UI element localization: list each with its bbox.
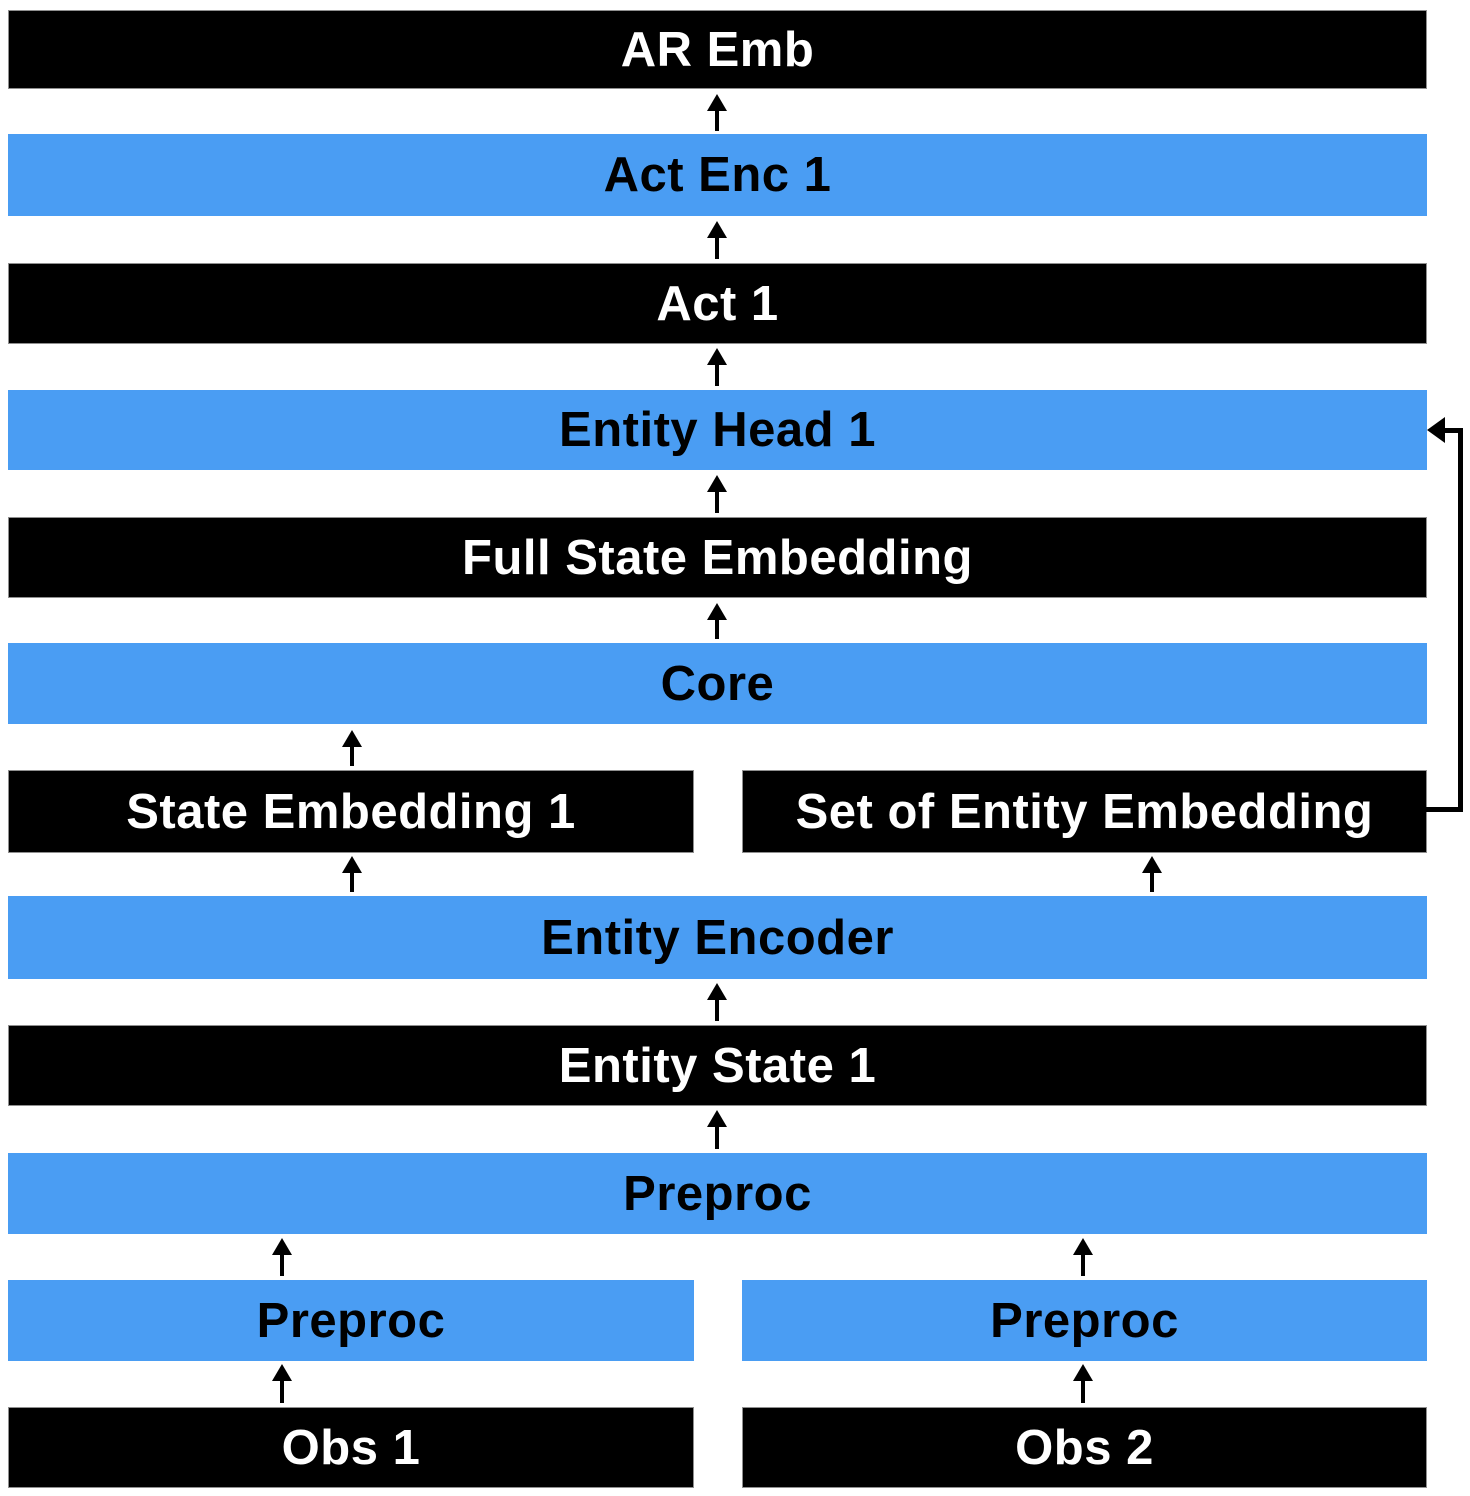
block-full-state-embedding: Full State Embedding — [8, 517, 1427, 598]
up-arrow-entity-encoder-to-state-embedding-1 — [350, 872, 354, 892]
block-preproc-right: Preproc — [742, 1280, 1427, 1361]
block-set-of-entity-embedding-label: Set of Entity Embedding — [795, 784, 1374, 839]
block-preproc-right-label: Preproc — [990, 1293, 1179, 1348]
block-preproc-main-label: Preproc — [623, 1166, 812, 1221]
up-arrow-obs-2-to-preproc-right — [1081, 1380, 1085, 1403]
block-entity-state-1-label: Entity State 1 — [558, 1038, 877, 1093]
up-arrow-preproc-left-to-preproc-main — [280, 1254, 284, 1276]
block-act-1: Act 1 — [8, 263, 1427, 344]
feedback-loop-bottom-segment — [1426, 807, 1463, 812]
up-arrow-full-state-embedding-to-entity-head-1 — [715, 491, 719, 513]
up-arrow-preproc-main-to-entity-state-1 — [715, 1126, 719, 1149]
block-entity-state-1: Entity State 1 — [8, 1025, 1427, 1106]
block-entity-encoder: Entity Encoder — [8, 896, 1427, 979]
block-preproc-left: Preproc — [8, 1280, 694, 1361]
up-arrow-entity-state-1-to-entity-encoder — [715, 999, 719, 1021]
block-act-1-label: Act 1 — [656, 276, 779, 331]
block-entity-head-1: Entity Head 1 — [8, 390, 1427, 470]
up-arrow-obs-1-to-preproc-left — [280, 1380, 284, 1403]
block-act-enc-1-label: Act Enc 1 — [603, 148, 832, 202]
feedback-loop-top-segment — [1443, 428, 1463, 433]
up-arrow-act-enc-1-to-ar-emb — [715, 110, 719, 131]
block-preproc-left-label: Preproc — [256, 1293, 446, 1348]
block-obs-1-label: Obs 1 — [281, 1420, 421, 1475]
up-arrow-preproc-right-to-preproc-main — [1081, 1254, 1085, 1276]
block-core: Core — [8, 643, 1427, 724]
feedback-loop-vertical-segment — [1458, 428, 1463, 812]
block-set-of-entity-embedding: Set of Entity Embedding — [742, 770, 1427, 853]
block-full-state-embedding-label: Full State Embedding — [462, 530, 973, 585]
block-entity-head-1-label: Entity Head 1 — [559, 403, 876, 457]
up-arrow-entity-encoder-to-set-of-entity-embedding — [1150, 872, 1154, 892]
block-obs-2: Obs 2 — [742, 1407, 1427, 1488]
up-arrow-state-embedding-1-to-core — [350, 746, 354, 766]
up-arrow-core-to-full-state-embedding — [715, 619, 719, 639]
block-core-label: Core — [660, 656, 775, 711]
block-state-embedding-1-label: State Embedding 1 — [126, 784, 576, 839]
block-ar-emb: AR Emb — [8, 10, 1427, 89]
block-ar-emb-label: AR Emb — [620, 22, 815, 77]
block-obs-2-label: Obs 2 — [1015, 1420, 1154, 1475]
feedback-loop-arrowhead-icon — [1427, 417, 1445, 443]
block-act-enc-1: Act Enc 1 — [8, 134, 1427, 216]
block-entity-encoder-label: Entity Encoder — [541, 910, 894, 965]
block-obs-1: Obs 1 — [8, 1407, 694, 1488]
up-arrow-act-1-to-act-enc-1 — [715, 237, 719, 259]
up-arrow-entity-head-1-to-act-1 — [715, 364, 719, 386]
block-preproc-main: Preproc — [8, 1153, 1427, 1234]
block-state-embedding-1: State Embedding 1 — [8, 770, 694, 853]
